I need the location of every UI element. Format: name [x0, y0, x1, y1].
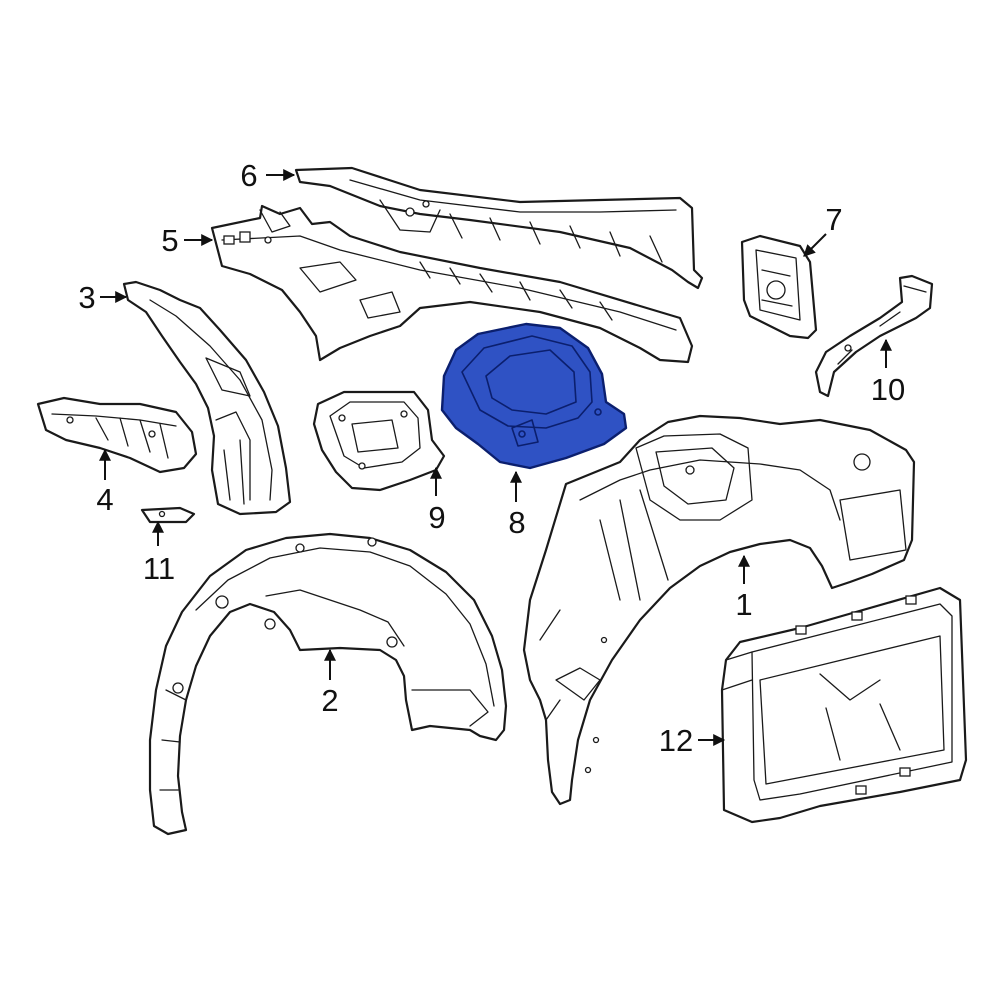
callout-labels: 6 5 3 7 10 4 11 9 8 1 2 12 [78, 158, 905, 758]
callout-1: 1 [735, 587, 752, 622]
part-4-support-bracket[interactable] [36, 396, 198, 474]
callout-12: 12 [659, 723, 693, 758]
part-8-housing-highlighted[interactable] [440, 322, 628, 470]
part-10-brace[interactable] [814, 274, 934, 398]
callout-2: 2 [321, 683, 338, 718]
leader-lines [99, 169, 892, 746]
callout-8: 8 [508, 505, 525, 540]
part-1-wheelhouse-inner[interactable] [522, 414, 916, 806]
part-2-wheel-liner[interactable] [148, 532, 508, 836]
part-6-roof-rail[interactable] [294, 166, 704, 290]
callout-10: 10 [871, 372, 905, 407]
part-5-quarter-inner-upper[interactable] [210, 204, 694, 364]
callout-4: 4 [96, 482, 113, 517]
callout-11: 11 [143, 551, 175, 586]
callout-7: 7 [825, 202, 842, 237]
leader-7 [803, 233, 827, 257]
part-11-clip[interactable] [140, 506, 196, 524]
callout-9: 9 [428, 500, 445, 535]
callout-6: 6 [240, 158, 257, 193]
housing-body [440, 322, 628, 470]
part-7-bracket[interactable] [740, 234, 818, 340]
part-3-pillar[interactable] [122, 280, 292, 516]
callout-3: 3 [78, 280, 95, 315]
part-12-storage-tub[interactable] [720, 586, 968, 824]
callout-5: 5 [161, 223, 178, 258]
part-9-mount[interactable] [312, 390, 446, 492]
